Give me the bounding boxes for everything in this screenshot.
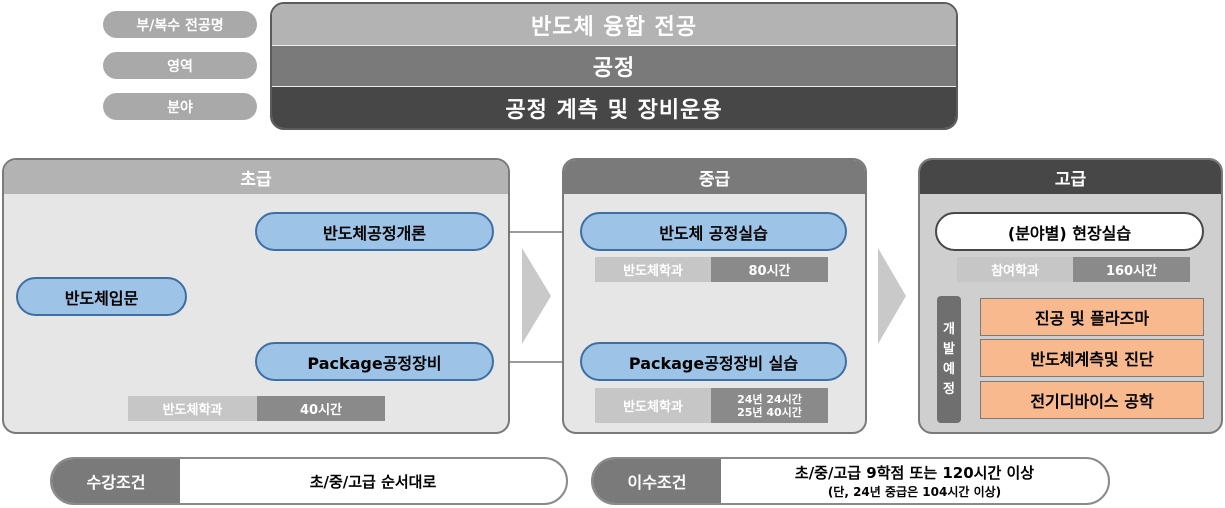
intermediate-hours-tag-1: 반도체학과 80시간: [595, 257, 828, 282]
planned-course-vacuum-plasma: 진공 및 플라즈마: [980, 298, 1204, 336]
completion-condition-label: 이수조건: [593, 459, 721, 503]
course-intro-semiconductor: 반도체입문: [16, 277, 187, 316]
planned-label-char: 정: [943, 381, 955, 397]
intermediate-dept-2: 반도체학과: [595, 388, 711, 423]
enroll-condition: 수강조건 초/중/고급 순서대로: [50, 457, 568, 505]
intermediate-dept-1: 반도체학과: [595, 257, 711, 282]
completion-condition: 이수조건 초/중/고급 9학점 또는 120시간 이상 (단, 24년 중급은 …: [591, 457, 1110, 505]
completion-condition-line1: 초/중/고급 9학점 또는 120시간 이상: [794, 464, 1035, 482]
enroll-condition-label: 수강조건: [52, 459, 180, 503]
beginner-dept: 반도체학과: [128, 396, 257, 421]
course-field-internship: (분야별) 현장실습: [935, 212, 1204, 251]
intermediate-hours-2-line1: 24년 24시간: [737, 392, 802, 406]
intermediate-hours-2-line2: 25년 40시간: [737, 405, 802, 419]
course-process-practice: 반도체 공정실습: [580, 212, 847, 251]
planned-label-char: 개: [943, 321, 955, 337]
completion-condition-text: 초/중/고급 9학점 또는 120시간 이상 (단, 24년 중급은 104시간…: [721, 459, 1108, 503]
intermediate-hours-2: 24년 24시간 25년 40시간: [711, 388, 828, 423]
beginner-hours-tag: 반도체학과 40시간: [128, 396, 385, 421]
panel-advanced-title: 고급: [920, 160, 1221, 194]
header-box: 반도체 융합 전공 공정 공정 계측 및 장비운용: [270, 2, 958, 130]
enroll-condition-text: 초/중/고급 순서대로: [180, 459, 566, 503]
intermediate-hours-tag-2: 반도체학과 24년 24시간 25년 40시간: [595, 388, 828, 423]
planned-label: 개 발 예 정: [937, 296, 961, 423]
major-name: 반도체 융합 전공: [272, 4, 956, 45]
planned-label-char: 발: [943, 341, 955, 357]
completion-condition-line2: (단, 24년 중급은 104시간 이상): [827, 485, 1002, 499]
panel-beginner-title: 초급: [4, 160, 508, 194]
beginner-hours: 40시간: [257, 396, 385, 421]
planned-label-char: 예: [943, 361, 955, 377]
chevron-right-icon: [522, 248, 551, 344]
enroll-condition-value: 초/중/고급 순서대로: [309, 472, 437, 491]
advanced-dept: 참여학과: [957, 257, 1073, 282]
label-major-name: 부/복수 전공명: [103, 11, 257, 38]
chevron-right-icon: [878, 248, 906, 344]
label-field: 분야: [103, 93, 257, 120]
area-value: 공정: [272, 45, 956, 86]
planned-course-metrology: 반도체계측및 진단: [980, 339, 1204, 377]
advanced-hours: 160시간: [1073, 257, 1190, 282]
panel-intermediate-title: 중급: [564, 160, 865, 194]
advanced-hours-tag: 참여학과 160시간: [957, 257, 1190, 282]
planned-course-electric-device: 전기디바이스 공학: [980, 381, 1204, 419]
field-value: 공정 계측 및 장비운용: [272, 86, 956, 128]
course-process-intro: 반도체공정개론: [255, 212, 494, 251]
label-area: 영역: [103, 52, 257, 79]
course-package-practice: Package공정장비 실습: [580, 342, 847, 381]
intermediate-hours-1: 80시간: [711, 257, 828, 282]
course-package-equipment: Package공정장비: [255, 342, 494, 381]
